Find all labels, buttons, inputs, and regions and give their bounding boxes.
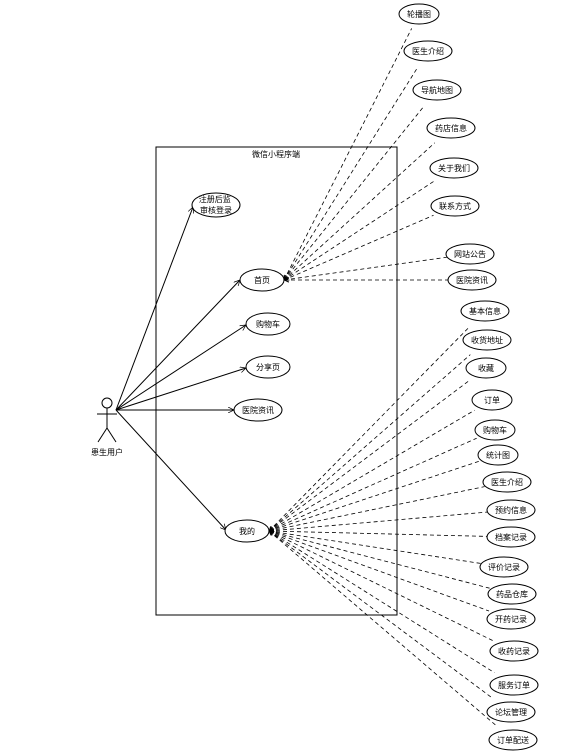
mine-use-case-label-9: 评价记录 <box>488 563 520 572</box>
mine-dependency-7 <box>269 511 489 531</box>
mine-use-case-10[interactable]: 药品仓库 <box>487 583 537 605</box>
home-use-case-5[interactable]: 联系方式 <box>430 195 480 217</box>
mine-use-case-label-2: 收藏 <box>478 363 494 373</box>
home-dependency-6 <box>284 256 448 280</box>
actor-label: 患生用户 <box>91 447 123 457</box>
svg-text:注册后监 审核登录: 注册后监 审核登录 <box>199 194 234 215</box>
mine-use-case-label-15: 订单配送 <box>497 735 529 745</box>
mine-use-case-label-5: 统计图 <box>486 450 510 460</box>
mine-use-case-label-6: 医生介绍 <box>491 477 523 487</box>
actor-associations <box>115 207 246 530</box>
mine-use-case-label-14: 论坛管理 <box>495 707 527 717</box>
use-case-cart[interactable]: 购物车 <box>245 312 291 336</box>
actor-patient-user: 患生用户 <box>91 397 123 457</box>
home-use-case-label-3: 药店信息 <box>435 123 467 133</box>
mine-use-case-7[interactable]: 预约信息 <box>486 499 536 521</box>
mine-sub-use-cases: 基本信息收货地址收藏订单购物车统计图医生介绍预约信息档案记录评价记录药品仓库开药… <box>460 300 539 751</box>
mine-use-case-3[interactable]: 订单 <box>471 389 513 411</box>
mine-dependency-0 <box>269 326 471 531</box>
mine-dependency-14 <box>269 531 494 699</box>
use-case-news[interactable]: 医院资讯 <box>233 398 283 422</box>
mine-dependencies <box>269 326 497 726</box>
mine-use-case-1[interactable]: 收货地址 <box>462 329 512 351</box>
home-dependency-1 <box>284 66 419 280</box>
home-dependency-0 <box>283 28 413 280</box>
home-dependency-3 <box>284 142 435 280</box>
home-use-case-0[interactable]: 轮播图 <box>398 3 440 25</box>
mine-label: 我的 <box>239 526 255 536</box>
mine-dependency-1 <box>269 354 471 531</box>
home-dependency-5 <box>284 214 434 280</box>
register-label-line2: 审核登录 <box>200 205 232 215</box>
mine-use-case-label-11: 开药记录 <box>495 614 527 624</box>
mine-dependency-8 <box>269 531 490 537</box>
mine-use-case-15[interactable]: 订单配送 <box>488 729 538 751</box>
home-dependencies <box>283 28 451 280</box>
mine-use-case-14[interactable]: 论坛管理 <box>486 701 536 723</box>
home-use-case-6[interactable]: 网站公告 <box>445 243 495 265</box>
mine-use-case-5[interactable]: 统计图 <box>477 444 519 466</box>
news-label: 医院资讯 <box>242 405 274 415</box>
home-label: 首页 <box>254 275 270 285</box>
mine-use-case-label-7: 预约信息 <box>495 505 527 515</box>
mine-dependency-9 <box>269 531 482 564</box>
mine-use-case-label-3: 订单 <box>484 395 500 405</box>
register-label-line1: 注册后监 <box>199 194 231 204</box>
home-use-case-label-7: 医院资讯 <box>456 275 488 285</box>
share-label: 分享页 <box>256 362 280 372</box>
mine-dependency-2 <box>269 379 471 531</box>
cart-label: 购物车 <box>256 319 280 329</box>
home-use-case-label-0: 轮播图 <box>407 9 431 19</box>
home-use-case-7[interactable]: 医院资讯 <box>447 269 497 291</box>
home-use-case-label-4: 关于我们 <box>438 163 470 173</box>
home-use-case-2[interactable]: 导航地图 <box>412 79 462 101</box>
mine-use-case-label-10: 药品仓库 <box>496 589 528 599</box>
mine-use-case-label-13: 服务订单 <box>498 680 530 690</box>
mine-use-case-13[interactable]: 服务订单 <box>489 674 539 696</box>
mine-dependency-5 <box>269 460 480 531</box>
home-use-case-label-2: 导航地图 <box>421 85 453 95</box>
mine-dependency-3 <box>269 409 475 532</box>
home-dependency-2 <box>284 105 425 280</box>
mine-use-case-2[interactable]: 收藏 <box>465 357 507 379</box>
mine-use-case-4[interactable]: 购物车 <box>474 419 516 441</box>
home-use-case-4[interactable]: 关于我们 <box>429 157 479 179</box>
mine-use-case-label-4: 购物车 <box>483 425 507 435</box>
system-boundary <box>155 146 398 616</box>
home-use-case-label-6: 网站公告 <box>454 249 486 259</box>
home-use-case-3[interactable]: 药店信息 <box>426 117 476 139</box>
mine-dependency-10 <box>269 531 490 589</box>
mine-dependency-13 <box>269 531 495 674</box>
mine-use-case-label-8: 档案记录 <box>495 532 527 542</box>
use-case-home[interactable]: 首页 <box>239 268 285 292</box>
home-use-case-label-5: 联系方式 <box>439 201 471 211</box>
system-title: 微信小程序端 <box>252 149 300 159</box>
use-case-register[interactable]: 注册后监 审核登录 <box>191 192 241 218</box>
use-case-share[interactable]: 分享页 <box>245 355 291 379</box>
mine-use-case-8[interactable]: 档案记录 <box>486 526 536 548</box>
mine-use-case-label-1: 收货地址 <box>471 335 503 345</box>
mine-use-case-0[interactable]: 基本信息 <box>460 300 510 322</box>
mine-dependency-11 <box>269 531 490 612</box>
mine-dependency-15 <box>269 531 497 726</box>
mine-use-case-6[interactable]: 医生介绍 <box>482 471 532 493</box>
mine-use-case-11[interactable]: 开药记录 <box>486 608 536 630</box>
mine-dependency-4 <box>269 437 477 531</box>
use-case-mine[interactable]: 我的 <box>224 519 270 543</box>
mine-use-case-12[interactable]: 收药记录 <box>489 640 539 662</box>
mine-use-case-9[interactable]: 评价记录 <box>479 556 529 578</box>
home-dependency-4 <box>284 180 436 280</box>
mine-dependency-12 <box>269 530 494 642</box>
home-use-case-label-1: 医生介绍 <box>412 46 444 56</box>
mine-dependency-6 <box>269 486 485 531</box>
mine-use-case-label-0: 基本信息 <box>469 306 501 316</box>
home-use-case-1[interactable]: 医生介绍 <box>403 40 453 62</box>
mine-use-case-label-12: 收药记录 <box>498 646 530 656</box>
